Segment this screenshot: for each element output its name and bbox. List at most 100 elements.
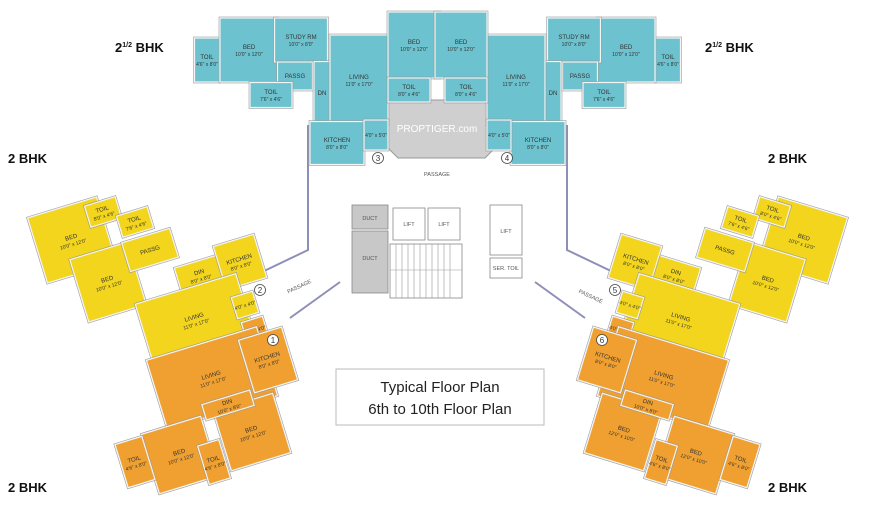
room-name: PASSG <box>570 74 591 80</box>
room-name: LIVING <box>349 75 369 81</box>
unit-marker-5: 5 <box>613 286 618 295</box>
caption-line-2: 6th to 10th Floor Plan <box>368 401 511 418</box>
room-shape <box>620 389 674 421</box>
room-name: DIN <box>194 269 206 278</box>
room-size: 7'6" x 4'6" <box>260 97 282 103</box>
room-name: BED <box>245 425 259 435</box>
room-name: PASSG <box>714 245 735 257</box>
room-outline <box>695 226 755 274</box>
room-size: 11'0" x 17'0" <box>345 82 372 88</box>
room-shape <box>363 119 389 151</box>
caption-line-1: Typical Floor Plan <box>380 379 499 396</box>
unit-marker-4: 4 <box>505 154 510 163</box>
unit-marker-3: 3 <box>376 154 381 163</box>
room-size: 8'0" x 4'6" <box>398 92 420 98</box>
room-name: BED <box>620 45 633 51</box>
room-outline <box>719 205 761 239</box>
top-right-unit-room-dn: DN <box>543 60 563 126</box>
room-shape <box>719 435 761 489</box>
room-shape <box>83 196 123 228</box>
right-yellow-unit-room: 4'0" x 4'0" <box>614 289 646 321</box>
room-outline <box>82 195 124 229</box>
room-shape <box>444 77 488 103</box>
room-name: BED <box>243 45 256 51</box>
room-name: BED <box>455 40 468 46</box>
left-yellow-unit-room: 4'0" x 4'0" <box>229 289 261 321</box>
room-shape <box>249 81 293 109</box>
room-name: KITCHEN <box>525 138 551 144</box>
room-shape <box>387 77 431 103</box>
room-shape <box>486 34 546 126</box>
room-outline <box>68 240 148 324</box>
room-size: 11'0" x 17'0" <box>502 82 529 88</box>
room-size: 8'0" x 4'6" <box>455 92 477 98</box>
room-size: 7'6" x 4'6" <box>593 97 615 103</box>
duct-2 <box>351 230 389 294</box>
room-size: 4'0" x 5'0" <box>488 133 510 139</box>
service-toilet <box>489 257 523 279</box>
room-name: TOIL <box>597 90 611 96</box>
watermark: PROPTIGER.com <box>397 124 478 135</box>
room-name: TOIL <box>459 85 473 91</box>
room-shape <box>273 17 329 63</box>
room-name: TOIL <box>206 455 221 465</box>
unit-marker-6: 6 <box>600 336 605 345</box>
room-name: TOIL <box>127 215 142 225</box>
duct-2-label: DUCT <box>362 256 378 262</box>
left-yellow-unit-room-passg: PASSG <box>120 226 180 274</box>
room-name: LIVING <box>201 370 222 382</box>
top-left-unit-room-dn: DN <box>312 60 332 126</box>
room-name: STUDY RM <box>558 35 589 41</box>
room-outline <box>114 205 156 239</box>
room-name: LIVING <box>653 370 674 382</box>
room-name: PASSG <box>140 245 161 257</box>
room-name: DN <box>549 91 558 97</box>
room-name: BED <box>617 425 631 435</box>
room-name: BED <box>101 275 115 285</box>
room-size: 10'0" x 8'0" <box>289 42 314 48</box>
room-name: BED <box>173 448 187 458</box>
service-toilet-label: SER. TOIL <box>493 266 519 272</box>
lift-1-label: LIFT <box>403 222 415 228</box>
passage-top-label: PASSAGE <box>424 172 450 178</box>
room-outline <box>120 226 180 274</box>
room-name: TOIL <box>402 85 416 91</box>
room-name: DIN <box>642 399 654 408</box>
room-size: 8'0" x 8'0" <box>326 145 348 151</box>
room-name: BED <box>689 448 703 458</box>
room-name: TOIL <box>264 90 278 96</box>
room-shape <box>582 81 626 109</box>
room-outline <box>386 76 432 104</box>
room-outline <box>606 232 664 292</box>
heading-bottom-left: 2 BHK <box>8 480 48 495</box>
room-shape <box>196 438 232 486</box>
top-left-unit-room: 4'0" x 5'0" <box>362 118 390 152</box>
room-name: TOIL <box>95 205 110 215</box>
room-name: TOIL <box>200 55 214 61</box>
room-size: 10'0" x 8'0" <box>562 42 587 48</box>
room-outline <box>248 81 294 109</box>
room-name: DN <box>318 91 327 97</box>
duct-1 <box>351 204 389 230</box>
room-shape <box>695 227 755 273</box>
room-outline <box>727 240 807 324</box>
room-shape <box>193 37 221 83</box>
